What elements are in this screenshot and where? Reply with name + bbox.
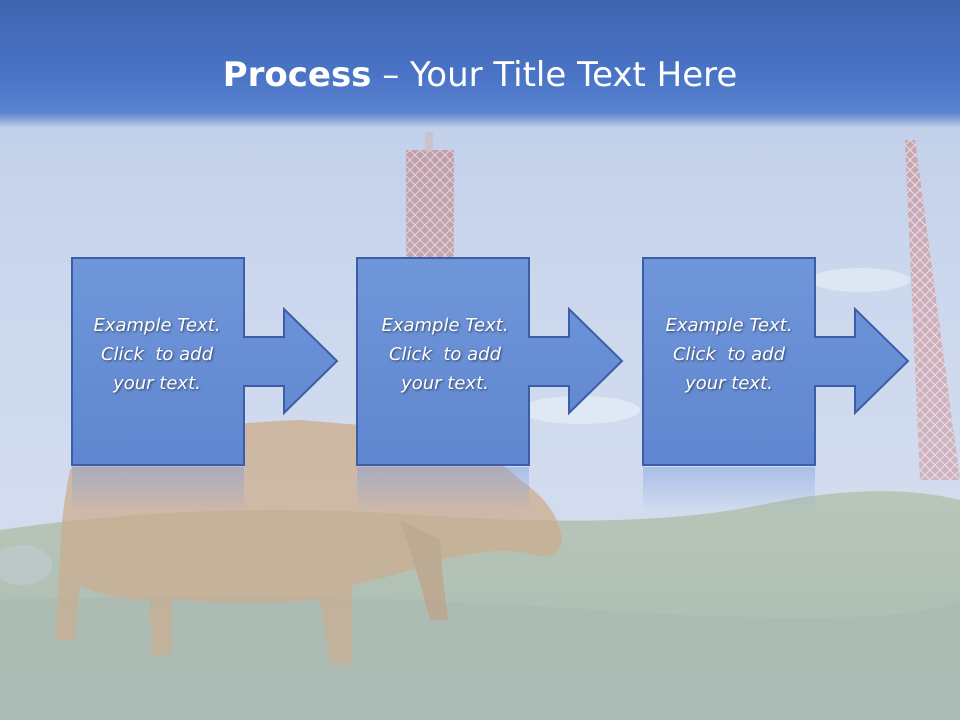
step-1-line-2: Click to add — [100, 344, 213, 365]
step-2-reflection — [357, 467, 529, 512]
step-1-line-1: Example Text. — [93, 315, 221, 336]
slide-title[interactable]: Process – Your Title Text Here — [0, 52, 960, 98]
title-bar — [0, 0, 960, 128]
step-2-shape[interactable] — [356, 257, 624, 512]
step-2-line-3: your text. — [401, 373, 489, 394]
step-3-line-2: Click to add — [672, 344, 785, 365]
title-rest: – Your Title Text Here — [371, 55, 738, 95]
step-2-line-1: Example Text. — [381, 315, 509, 336]
step-1-line-3: your text. — [113, 373, 201, 394]
step-3-text[interactable]: Example Text. Click to add your text. — [643, 311, 815, 398]
step-1-reflection — [72, 467, 244, 512]
title-bold: Process — [222, 55, 372, 95]
step-2-line-2: Click to add — [388, 344, 501, 365]
step-3-line-3: your text. — [685, 373, 773, 394]
step-2-text[interactable]: Example Text. Click to add your text. — [359, 311, 531, 398]
step-1-shape[interactable] — [71, 257, 339, 512]
step-3-shape[interactable] — [642, 257, 910, 512]
step-1-text[interactable]: Example Text. Click to add your text. — [71, 311, 243, 398]
step-3-line-1: Example Text. — [665, 315, 793, 336]
step-3-reflection — [643, 467, 815, 512]
